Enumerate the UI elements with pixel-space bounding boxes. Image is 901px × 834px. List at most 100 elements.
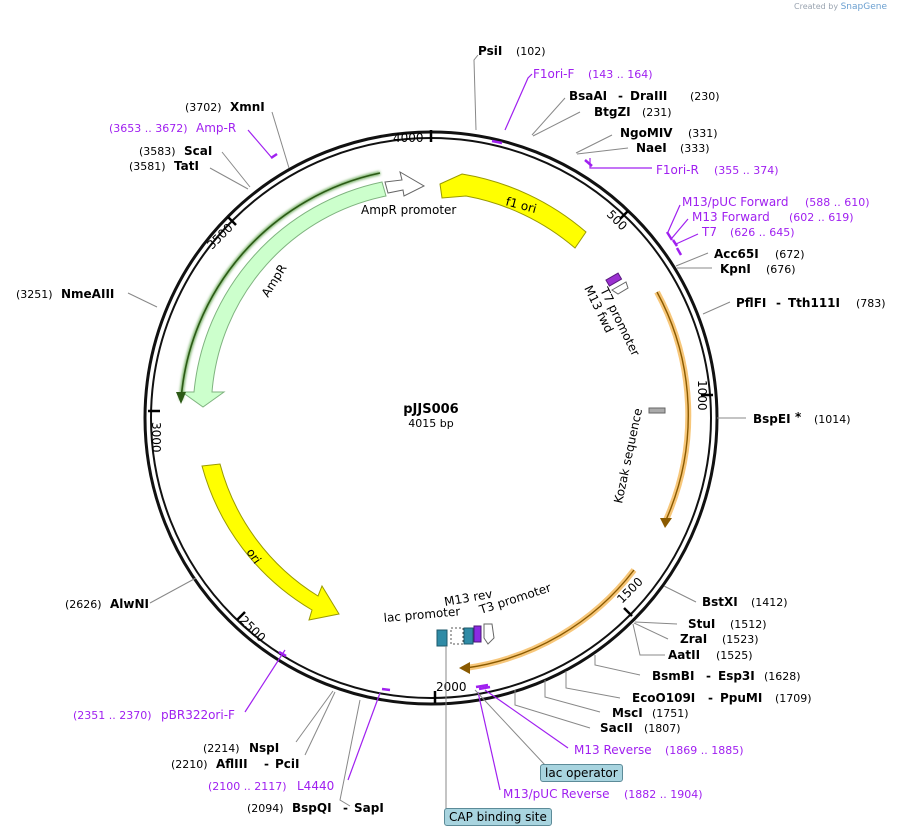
enzyme-pcii[interactable]: PciI — [275, 757, 300, 771]
enzyme-msci[interactable]: MscI — [612, 706, 643, 720]
leader-xmni — [271, 111, 290, 169]
leader-acc65i — [675, 252, 709, 267]
mark-m13-reverse — [475, 683, 489, 689]
kozak-marker[interactable] — [648, 407, 666, 414]
enzyme-ecoo109i[interactable]: EcoO109I — [632, 691, 695, 705]
enzyme-stui[interactable]: StuI — [688, 617, 715, 631]
enzyme-bspei[interactable]: BspEI — [753, 412, 791, 426]
enzyme-sapi[interactable]: SapI — [354, 801, 384, 815]
mark-pbr322ori-f — [278, 650, 287, 658]
enzyme-bsmbi-pos: (1628) — [764, 670, 801, 683]
enzyme-pflfi-pos: (783) — [856, 297, 886, 310]
leader-ngomiv — [575, 134, 613, 154]
enzyme-nspi-pos: (2214) — [203, 742, 240, 755]
ampr-arrow[interactable] — [180, 181, 387, 408]
leader-zrai — [633, 622, 669, 640]
mark-t7 — [675, 247, 683, 256]
tick-500 — [619, 210, 629, 220]
f1-ori-arrow[interactable] — [439, 173, 587, 249]
primer-f1ori-f[interactable]: F1ori-F — [533, 67, 574, 81]
enzyme-psii[interactable]: PsiI — [478, 44, 502, 58]
leader-bsaai — [531, 97, 566, 136]
primer-m13-reverse[interactable]: M13 Reverse — [574, 743, 652, 757]
primer-amp-r[interactable]: Amp-R — [196, 121, 236, 135]
primer-m13puc-forward[interactable]: M13/pUC Forward — [682, 195, 789, 209]
enzyme-tth111i[interactable]: Tth111I — [788, 296, 840, 310]
primer-m13puc-forward-range: (588 .. 610) — [805, 196, 870, 209]
primer-t7[interactable]: T7 — [701, 225, 717, 239]
enzyme-msci-pos: (1751) — [652, 707, 689, 720]
enzyme-aatii[interactable]: AatII — [668, 648, 700, 662]
enzyme-dash-6: - — [264, 757, 269, 771]
ampr-orf-line — [180, 172, 381, 401]
enzyme-kpni[interactable]: KpnI — [720, 262, 751, 276]
enzyme-nspi[interactable]: NspI — [249, 741, 279, 755]
primer-m13-forward-range: (602 .. 619) — [789, 211, 854, 224]
m13-fwd-marker[interactable] — [605, 272, 623, 287]
primer-l4440[interactable]: L4440 — [297, 779, 334, 793]
ampr-promoter-arrow[interactable] — [384, 170, 426, 197]
enzyme-scai[interactable]: ScaI — [184, 144, 212, 158]
enzyme-dash-3: - — [706, 669, 711, 683]
enzyme-zrai[interactable]: ZraI — [680, 632, 707, 646]
enzyme-ngomiv[interactable]: NgoMIV — [620, 126, 673, 140]
leader-btgzi — [532, 111, 581, 137]
enzyme-alwni[interactable]: AlwNI — [110, 597, 149, 611]
t7-promoter-marker[interactable] — [611, 281, 629, 295]
primer-f1ori-f-range: (143 .. 164) — [588, 68, 653, 81]
m13-rev-marker[interactable] — [473, 625, 482, 643]
primer-f1ori-r[interactable]: F1ori-R — [656, 163, 699, 177]
enzyme-bsaai[interactable]: BsaAI — [569, 89, 607, 103]
enzyme-btgzi[interactable]: BtgZI — [594, 105, 631, 119]
cap-binding-site-badge[interactable]: CAP binding site — [444, 808, 552, 826]
primer-pbr322ori-f[interactable]: pBR322ori-F — [161, 708, 235, 722]
enzyme-scai-pos: (3583) — [139, 145, 176, 158]
primer-marks — [270, 139, 683, 692]
lac-operator-marker[interactable] — [463, 627, 474, 645]
tick-3500 — [227, 216, 237, 226]
lac-operator-badge[interactable]: lac operator — [540, 764, 623, 782]
enzyme-zrai-pos: (1523) — [722, 633, 759, 646]
leader-amp-r — [247, 129, 273, 159]
plasmid-name: pJJS006 — [403, 402, 458, 417]
enzyme-tati[interactable]: TatI — [174, 159, 199, 173]
primer-m13puc-reverse[interactable]: M13/pUC Reverse — [503, 787, 610, 801]
enzyme-esp3i[interactable]: Esp3I — [718, 669, 755, 683]
leader-aatii — [632, 623, 665, 656]
enzyme-dash-1: - — [618, 89, 623, 103]
t3-promoter-marker[interactable] — [483, 623, 495, 645]
tick-label-3500: 3500 — [204, 221, 235, 252]
leader-stui — [634, 621, 678, 625]
enzyme-pflfi[interactable]: PflFI — [736, 296, 766, 310]
primer-pbr322ori-f-range: (2351 .. 2370) — [73, 709, 152, 722]
enzyme-ecoo109i-pos: (1709) — [775, 692, 812, 705]
enzyme-bspqi[interactable]: BspQI — [292, 801, 332, 815]
tick-label-2000: 2000 — [436, 680, 467, 694]
enzyme-xmni[interactable]: XmnI — [230, 100, 265, 114]
leader-nspi — [295, 690, 334, 743]
enzyme-draiii[interactable]: DraIII — [630, 89, 667, 103]
enzyme-bstxi[interactable]: BstXI — [702, 595, 738, 609]
enzyme-ppumi[interactable]: PpuMI — [720, 691, 762, 705]
enzyme-bsmbi[interactable]: BsmBI — [652, 669, 694, 683]
orf2-line — [465, 569, 635, 669]
enzyme-bspei-pos: (1014) — [814, 413, 851, 426]
leader-tati — [209, 167, 249, 190]
enzyme-naei[interactable]: NaeI — [636, 141, 667, 155]
primer-f1ori-r-range: (355 .. 374) — [714, 164, 779, 177]
mark-m13puc-forward — [665, 231, 674, 241]
enzyme-afliii[interactable]: AflIII — [216, 757, 248, 771]
cap-site-marker[interactable] — [436, 629, 448, 647]
orf1-arrowhead — [660, 518, 672, 528]
enzyme-bspei-star: * — [795, 410, 802, 424]
lac-promoter-marker[interactable] — [450, 627, 464, 645]
primer-m13-forward[interactable]: M13 Forward — [692, 210, 770, 224]
leader-m13puc-reverse — [477, 691, 501, 791]
enzyme-sacii[interactable]: SacII — [600, 721, 633, 735]
primer-t7-range: (626 .. 645) — [730, 226, 795, 239]
enzyme-nmeaiii[interactable]: NmeAIII — [61, 287, 114, 301]
enzyme-alwni-pos: (2626) — [65, 598, 102, 611]
enzyme-acc65i[interactable]: Acc65I — [714, 247, 759, 261]
orf1-line — [656, 291, 689, 521]
ori-arrow[interactable] — [201, 463, 340, 621]
